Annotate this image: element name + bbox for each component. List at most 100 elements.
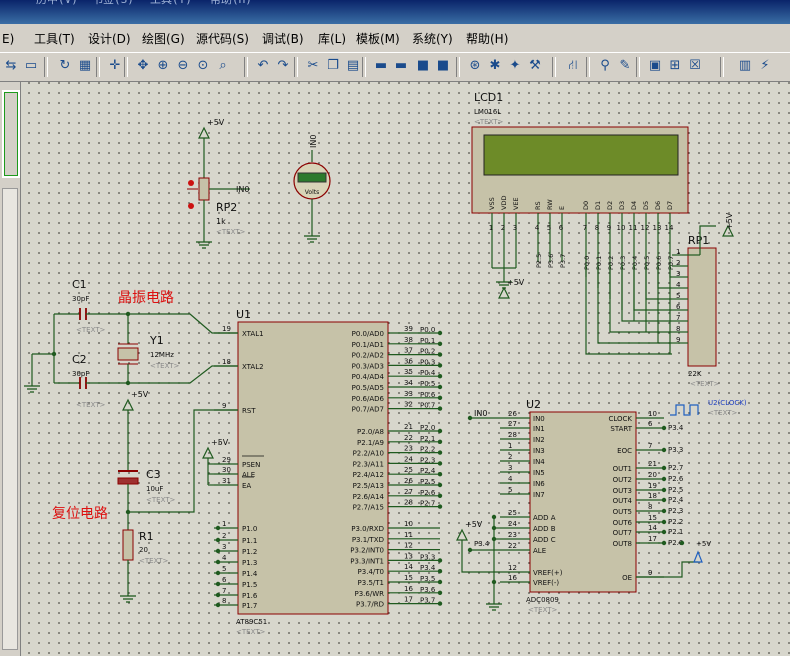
u2-net: P2.5 <box>668 486 683 494</box>
text-placeholder: <TEXT> <box>708 409 738 417</box>
ghost-menu-3: 帮助(H) <box>210 0 252 12</box>
text-placeholder: <TEXT> <box>236 628 266 636</box>
u2-body <box>529 411 637 593</box>
preview-frame <box>2 90 20 178</box>
scrollbar[interactable] <box>2 188 18 650</box>
u2-pin-number: 5 <box>508 486 512 494</box>
p3-net: P3.4 <box>420 564 436 572</box>
bom-icon[interactable]: ⚡ <box>760 58 770 73</box>
u2-part: ADC0809 <box>526 596 559 604</box>
zoom-area-icon[interactable]: ⌕ <box>219 58 227 73</box>
u1-pin-number: 14 <box>404 563 413 571</box>
u1-pin-name: P0.1/AD1 <box>352 341 384 349</box>
netlist-icon[interactable]: ▥ <box>738 58 752 73</box>
decompose-icon[interactable]: ⚒ <box>529 58 541 73</box>
p0-net: P0.2 <box>420 348 435 356</box>
u2-pin-name: IN0 <box>533 415 545 423</box>
menu-item-2[interactable]: 设计(D) <box>88 32 131 46</box>
wire <box>621 265 672 322</box>
delete-sheet-icon[interactable]: ☒ <box>689 58 701 73</box>
menu-item-9[interactable]: 帮助(H) <box>466 32 509 46</box>
refresh-icon[interactable]: ↻ <box>59 58 71 73</box>
page-icon[interactable]: ▭ <box>24 58 38 73</box>
power-symbol <box>693 550 703 563</box>
redo-icon[interactable]: ↷ <box>277 58 289 73</box>
power-symbol <box>722 224 734 237</box>
u2-pin-name: IN2 <box>533 436 545 444</box>
junction-dot <box>437 341 443 346</box>
block-rotate-icon[interactable]: ■ <box>416 58 430 73</box>
menu-item-8[interactable]: 系统(Y) <box>412 32 453 46</box>
menu-item-0[interactable]: E) <box>2 32 15 46</box>
pick-device-icon[interactable]: ⊛ <box>469 58 481 73</box>
u2-net: P2.4 <box>668 496 684 504</box>
junction-dot <box>437 482 443 488</box>
origin-icon[interactable]: ✛ <box>109 58 121 73</box>
text-placeholder: <TEXT> <box>146 496 176 504</box>
p0-net: P0.0 <box>420 326 435 334</box>
zoom-in-icon[interactable]: ⊕ <box>157 58 169 73</box>
junction-dot <box>491 514 497 520</box>
text-placeholder: <TEXT> <box>528 606 558 614</box>
zoom-all-icon[interactable]: ⊙ <box>197 58 209 73</box>
paste-icon[interactable]: ▤ <box>346 58 360 73</box>
copy-icon[interactable]: ❐ <box>327 58 339 73</box>
junction-dot <box>437 601 443 606</box>
rp2-ref: RP2 <box>216 201 237 214</box>
u1-pin-number: 29 <box>222 456 231 464</box>
u1-body <box>237 321 389 615</box>
package-tool-icon[interactable]: ✦ <box>509 58 521 73</box>
text-placeholder: <TEXT> <box>690 380 720 388</box>
toolbar-separator <box>552 57 556 77</box>
u1-pin-number: 8 <box>222 597 226 605</box>
undo-icon[interactable]: ↶ <box>257 58 269 73</box>
schematic-canvas[interactable]: +5VIN0RP21k<TEXT>IN0VoltsLCD1LM016L<TEXT… <box>21 82 790 656</box>
p3-net: P3.6 <box>420 586 436 594</box>
junction-dot <box>215 537 221 543</box>
u1-pin-number: 31 <box>222 477 231 485</box>
menu-item-7[interactable]: 模板(M) <box>356 32 400 46</box>
wire-autoroute-icon[interactable]: ⛙ <box>568 58 578 73</box>
junction-dot <box>661 529 667 535</box>
menu-item-4[interactable]: 源代码(S) <box>196 32 249 46</box>
u2-pin-number: 20 <box>648 471 657 479</box>
menu-item-1[interactable]: 工具(T) <box>34 32 75 46</box>
u2-pin-number: 10 <box>648 410 657 418</box>
r1-ref: R1 <box>139 530 154 543</box>
u2-pin-name: IN1 <box>533 425 545 433</box>
u1-pin-name: XTAL2 <box>242 363 264 371</box>
text-placeholder: <TEXT> <box>474 118 504 126</box>
u1-pin-number: 6 <box>222 576 227 584</box>
u2-ref: U2 <box>526 398 541 411</box>
new-sheet-icon[interactable]: ▣ <box>648 58 662 73</box>
u1-pin-name: P0.0/AD0 <box>352 330 384 338</box>
menu-item-3[interactable]: 绘图(G) <box>142 32 185 46</box>
c3-ref: C3 <box>146 468 161 481</box>
u1-pin-number: 19 <box>222 325 231 333</box>
remove-sheet-icon[interactable]: ⊞ <box>669 58 681 73</box>
rp1-pin-number: 2 <box>676 259 680 267</box>
grid-icon[interactable]: ▦ <box>78 58 92 73</box>
goto-sheet-icon[interactable]: ⇆ <box>5 58 17 73</box>
cut-icon[interactable]: ✂ <box>307 58 319 73</box>
junction-dot <box>491 536 497 542</box>
search-icon[interactable]: ⚲ <box>600 58 610 73</box>
block-delete-icon[interactable]: ■ <box>436 58 450 73</box>
u2-pin-name: OUT7 <box>613 529 632 537</box>
y1-value: 12MHz <box>150 351 174 359</box>
zoom-out-icon[interactable]: ⊖ <box>177 58 189 73</box>
menu-item-6[interactable]: 库(L) <box>318 32 347 46</box>
make-device-icon[interactable]: ✱ <box>489 58 501 73</box>
title-bar: ssional 历中(V)书签(S)工具(T)帮助(H) <box>0 0 790 24</box>
junction-dot <box>467 415 473 421</box>
u2-pin-number: 12 <box>508 564 517 572</box>
block-move-icon[interactable]: ▬ <box>394 58 408 73</box>
menu-item-5[interactable]: 调试(B) <box>262 32 304 46</box>
block-copy-icon[interactable]: ▬ <box>374 58 388 73</box>
u1-pin-name: P1.6 <box>242 592 258 600</box>
wire <box>699 225 716 255</box>
property-tool-icon[interactable]: ✎ <box>619 58 631 73</box>
lcd-net: P0.6 <box>655 256 663 270</box>
pan-icon[interactable]: ✥ <box>137 58 149 73</box>
